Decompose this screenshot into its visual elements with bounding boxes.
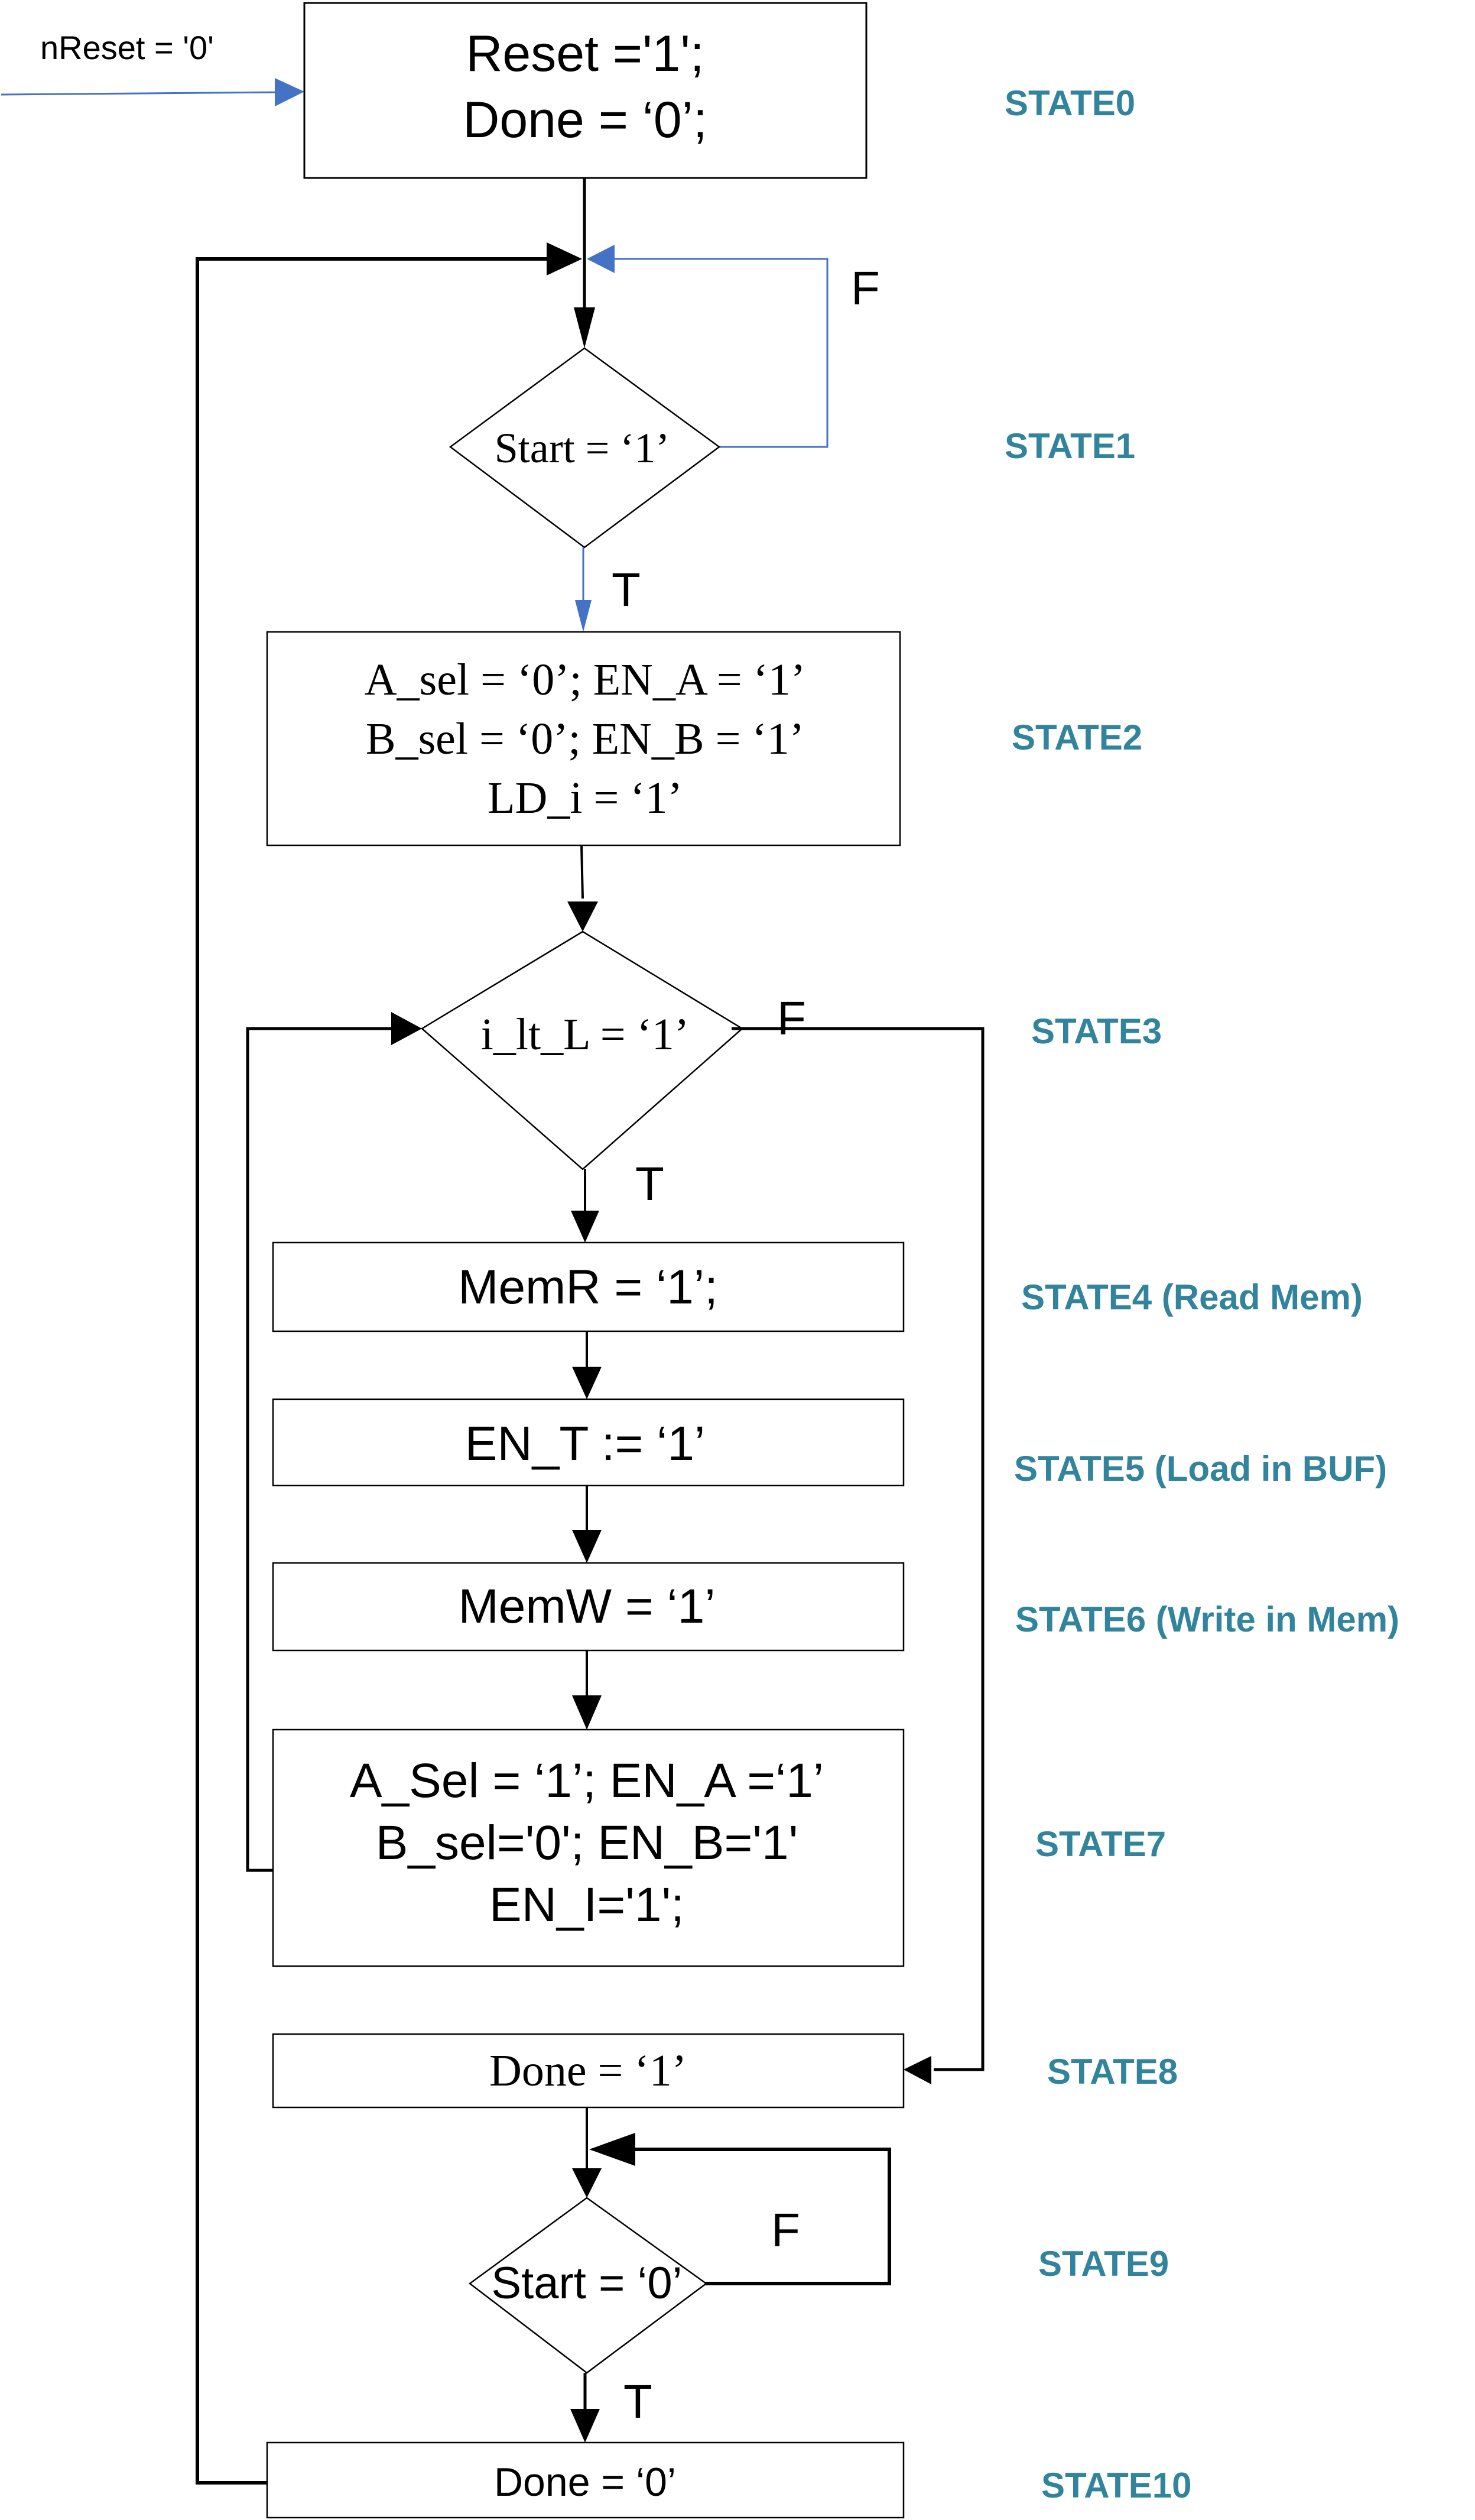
reset-input: nReset = '0'	[1, 29, 304, 106]
state2-label: STATE2	[1012, 718, 1142, 757]
state3-decision: i_lt_L = ‘1’	[420, 930, 744, 1170]
state7-label: STATE7	[1035, 1824, 1166, 1864]
edge-state3-false	[732, 1027, 985, 2071]
state1-condition: Start = ‘1’	[495, 424, 670, 472]
edge-state9-false-loop	[626, 2148, 891, 2285]
state7-line-1: A_Sel = ‘1’; EN_A =‘1’	[350, 1754, 824, 1808]
reset-input-label: nReset = '0'	[40, 29, 214, 66]
edge-state2-state3	[580, 845, 584, 899]
arrowhead-icon	[574, 307, 595, 348]
arrowhead-icon	[904, 2056, 931, 2084]
state6-box: MemW = ‘1’	[272, 1562, 905, 1652]
edge-state7-state3	[246, 1027, 396, 1872]
state4-label: STATE4 (Read Mem)	[1021, 1277, 1363, 1317]
state9-decision: Start = ‘0’	[468, 2197, 708, 2374]
state8-label: STATE8	[1047, 2052, 1178, 2091]
state1-label: STATE1	[1005, 426, 1135, 466]
state9-true-label: T	[623, 2375, 652, 2428]
state3-false-label: F	[777, 992, 806, 1045]
arrowhead-icon	[391, 1012, 422, 1045]
state5-label: STATE5 (Load in BUF)	[1014, 1449, 1387, 1488]
state2-box: A_sel = ‘0’; EN_A = ‘1’ B_sel = ‘0’; EN_…	[266, 631, 901, 847]
state5-line-1: EN_T := ‘1’	[465, 1417, 705, 1471]
state8-box: Done = ‘1’	[272, 2033, 905, 2109]
edge-state10-state1	[196, 257, 550, 2485]
arrowhead-icon	[570, 2409, 600, 2443]
arrowhead-icon	[572, 1530, 602, 1563]
arrowhead-icon	[547, 242, 582, 275]
state3-label: STATE3	[1031, 1011, 1162, 1051]
state7-line-2: B_sel='0'; EN_B='1'	[376, 1816, 798, 1870]
arrowhead-icon	[571, 1211, 599, 1243]
state0-box: Reset ='1'; Done = ‘0’;	[303, 2, 868, 179]
state9-false-label: F	[771, 2204, 800, 2256]
state10-line-1: Done = ‘0’	[494, 2460, 676, 2505]
state0-label: STATE0	[1005, 83, 1135, 123]
state10-label: STATE10	[1041, 2466, 1192, 2505]
state2-line-2: B_sel = ‘0’; EN_B = ‘1’	[366, 714, 804, 764]
state1-true-label: T	[612, 563, 641, 616]
state2-line-3: LD_i = ‘1’	[488, 773, 683, 823]
state1-false-label: F	[851, 262, 880, 314]
state2-line-1: A_sel = ‘0’; EN_A = ‘1’	[365, 655, 805, 705]
state6-label: STATE6 (Write in Mem)	[1015, 1600, 1399, 1639]
arrowhead-icon	[572, 1367, 602, 1399]
state6-line-1: MemW = ‘1’	[458, 1580, 715, 1633]
edge-state1-false-loop	[603, 258, 829, 448]
state10-box: Done = ‘0’	[266, 2441, 905, 2519]
state7-box: A_Sel = ‘1’; EN_A =‘1’ B_sel='0'; EN_B='…	[272, 1728, 905, 1967]
state0-line-1: Reset ='1';	[466, 25, 704, 82]
state3-condition: i_lt_L = ‘1’	[481, 1010, 689, 1059]
state0-line-2: Done = ‘0’;	[463, 92, 707, 148]
arrowhead-icon	[587, 245, 615, 273]
arrowhead-icon	[572, 2168, 602, 2198]
state9-condition: Start = ‘0’	[491, 2258, 682, 2308]
reset-arrowhead-icon	[275, 78, 304, 106]
state9-label: STATE9	[1038, 2244, 1169, 2284]
state5-box: EN_T := ‘1’	[272, 1398, 905, 1487]
arrowhead-icon	[567, 901, 598, 932]
arrowhead-icon	[575, 600, 592, 632]
state8-line-1: Done = ‘1’	[489, 2046, 687, 2096]
state3-true-label: T	[635, 1157, 664, 1210]
reset-arrow-line	[1, 91, 278, 96]
arrowhead-icon	[589, 2133, 635, 2166]
state4-draw: MemR = ‘1’;	[272, 1241, 905, 1332]
state4-line-1: MemR = ‘1’;	[458, 1260, 718, 1314]
state7-line-3: EN_I='1';	[489, 1878, 684, 1932]
arrowhead-icon	[572, 1695, 602, 1730]
state1-decision: Start = ‘1’	[449, 347, 721, 549]
